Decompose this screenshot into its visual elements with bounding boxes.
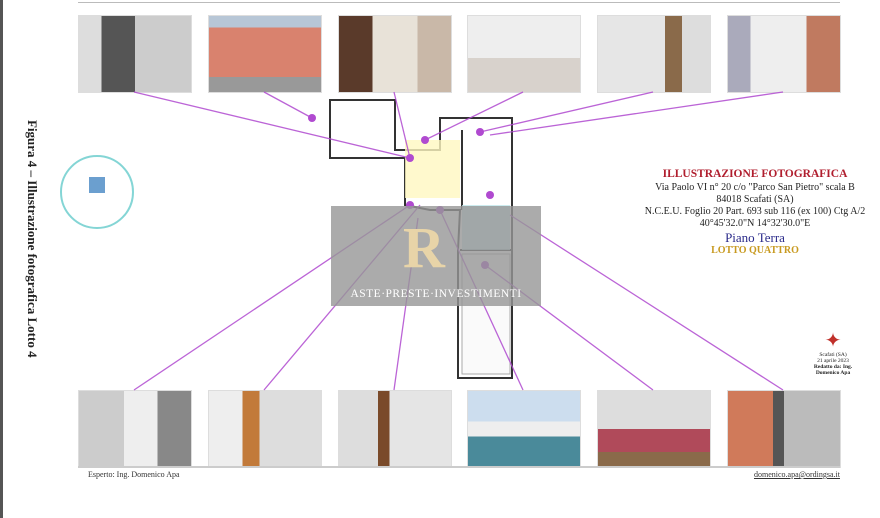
info-lot: LOTTO QUATTRO bbox=[711, 245, 799, 256]
info-cadastre: N.C.E.U. Foglio 20 Part. 693 sub 116 (ex… bbox=[644, 206, 866, 217]
footer-email[interactable]: domenico.apa@ordingsa.it bbox=[753, 470, 840, 479]
info-block: ILLUSTRAZIONE FOTOGRAFICA Via Paolo VI n… bbox=[630, 168, 880, 257]
compass-rose-icon: ✦ bbox=[824, 330, 842, 352]
photo-bottom-2 bbox=[208, 390, 322, 468]
figure-caption: Figura 4 – Illustrazione fotografica Lot… bbox=[25, 120, 40, 358]
info-city: 84018 Scafati (SA) bbox=[716, 194, 794, 205]
photo-bottom-1 bbox=[78, 390, 192, 468]
footer-expert: Esperto: Ing. Domenico Apa bbox=[88, 470, 180, 479]
watermark: R ASTE·PRESTE·INVESTIMENTI bbox=[331, 206, 541, 306]
info-floor: Piano Terra bbox=[725, 230, 785, 245]
photo-bottom-3 bbox=[338, 390, 452, 468]
photo-top-1 bbox=[78, 15, 192, 93]
photo-bottom-5 bbox=[597, 390, 711, 468]
page-border bbox=[0, 0, 3, 518]
photo-top-4 bbox=[467, 15, 581, 93]
stamp-seal bbox=[60, 155, 134, 229]
watermark-logo: R bbox=[403, 215, 445, 280]
photo-bottom-6 bbox=[727, 390, 841, 468]
compass-block: ✦ Scafati (SA) 21 aprile 2023 Redatto da… bbox=[808, 330, 858, 376]
photo-top-3 bbox=[338, 15, 452, 93]
compass-date: 21 aprile 2023 bbox=[817, 358, 849, 364]
watermark-text: ASTE·PRESTE·INVESTIMENTI bbox=[350, 288, 522, 300]
info-title: ILLUSTRAZIONE FOTOGRAFICA bbox=[662, 168, 848, 180]
top-rule bbox=[78, 2, 840, 3]
photo-top-5 bbox=[597, 15, 711, 93]
photo-bottom-4 bbox=[467, 390, 581, 468]
compass-place: Scafati (SA) bbox=[819, 352, 847, 358]
info-coords: 40°45'32.0"N 14°32'30.0"E bbox=[699, 218, 811, 229]
footer-rule bbox=[78, 466, 840, 468]
photo-top-6 bbox=[727, 15, 841, 93]
compass-author: Redatto da: Ing. Domenico Apa bbox=[813, 364, 853, 376]
info-address: Via Paolo VI n° 20 c/o "Parco San Pietro… bbox=[655, 182, 855, 193]
